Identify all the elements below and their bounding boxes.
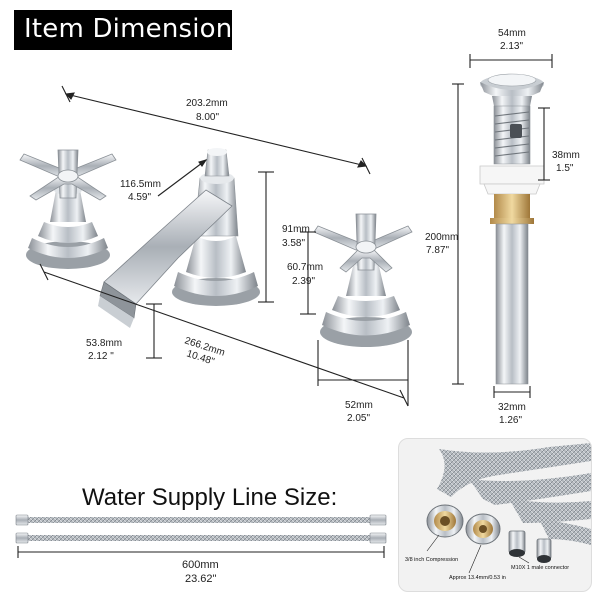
faucet-dimension-lines xyxy=(39,85,409,407)
braided-hoses xyxy=(437,443,591,545)
supply-length-mm-label: 600mm xyxy=(182,559,219,571)
handle-height-in-label: 2.39" xyxy=(292,276,315,287)
title-banner xyxy=(14,10,232,50)
brass-nut-2 xyxy=(465,513,501,545)
supply-dimension-line xyxy=(17,546,385,558)
brass-nut-1 xyxy=(426,504,464,538)
spout-height-in-label: 3.58" xyxy=(282,238,305,249)
spout xyxy=(98,148,260,328)
spout-reach-mm-label: 116.5mm xyxy=(120,179,161,190)
supply-title: Water Supply Line Size: xyxy=(82,484,338,511)
base-dia-in-label: 2.05" xyxy=(347,413,370,424)
drain-height-mm-label: 200mm xyxy=(425,232,458,243)
width-mm-label: 203.2mm xyxy=(186,98,228,109)
spout-reach-in-label: 4.59" xyxy=(128,192,151,203)
drain-body-in-label: 1.5" xyxy=(556,163,574,174)
drain-top-in-label: 2.13" xyxy=(500,41,523,52)
male-connector-2 xyxy=(536,538,552,563)
compression-label: 3/8 inch Compression xyxy=(405,557,458,563)
drain-height-in-label: 7.87" xyxy=(426,245,449,256)
right-handle xyxy=(313,213,413,347)
drain-tail-mm-label: 32mm xyxy=(498,402,526,413)
male-connector-1 xyxy=(508,530,526,557)
male-connector-label: M10X 1 male connector xyxy=(511,565,569,571)
handle-height-mm-label: 60.7mm xyxy=(287,262,323,273)
supply-fittings-inset: 3/8 inch Compression Approx 13.4mm/0.53 … xyxy=(398,438,592,592)
spout-height-mm-label: 91mm xyxy=(282,224,310,235)
drain-tail-in-label: 1.26" xyxy=(499,415,522,426)
base-depth-in-label: 2.12 " xyxy=(88,351,114,362)
drain-dimension-lines xyxy=(452,54,553,398)
width-in-label: 8.00" xyxy=(196,112,219,123)
supply-length-in-label: 23.62" xyxy=(185,573,217,585)
base-dia-mm-label: 52mm xyxy=(345,400,373,411)
base-depth-mm-label: 53.8mm xyxy=(86,338,122,349)
drain-body-mm-label: 38mm xyxy=(552,150,580,161)
approx-size-label: Approx 13.4mm/0.53 in xyxy=(449,575,506,581)
left-handle xyxy=(19,149,117,269)
supply-line-bottom xyxy=(15,532,387,544)
pop-up-drain xyxy=(479,73,545,385)
supply-line-top xyxy=(15,514,387,526)
drain-top-mm-label: 54mm xyxy=(498,28,526,39)
page-title: Item Dimensions xyxy=(24,14,247,44)
fittings-photo: 3/8 inch Compression Approx 13.4mm/0.53 … xyxy=(405,443,591,581)
